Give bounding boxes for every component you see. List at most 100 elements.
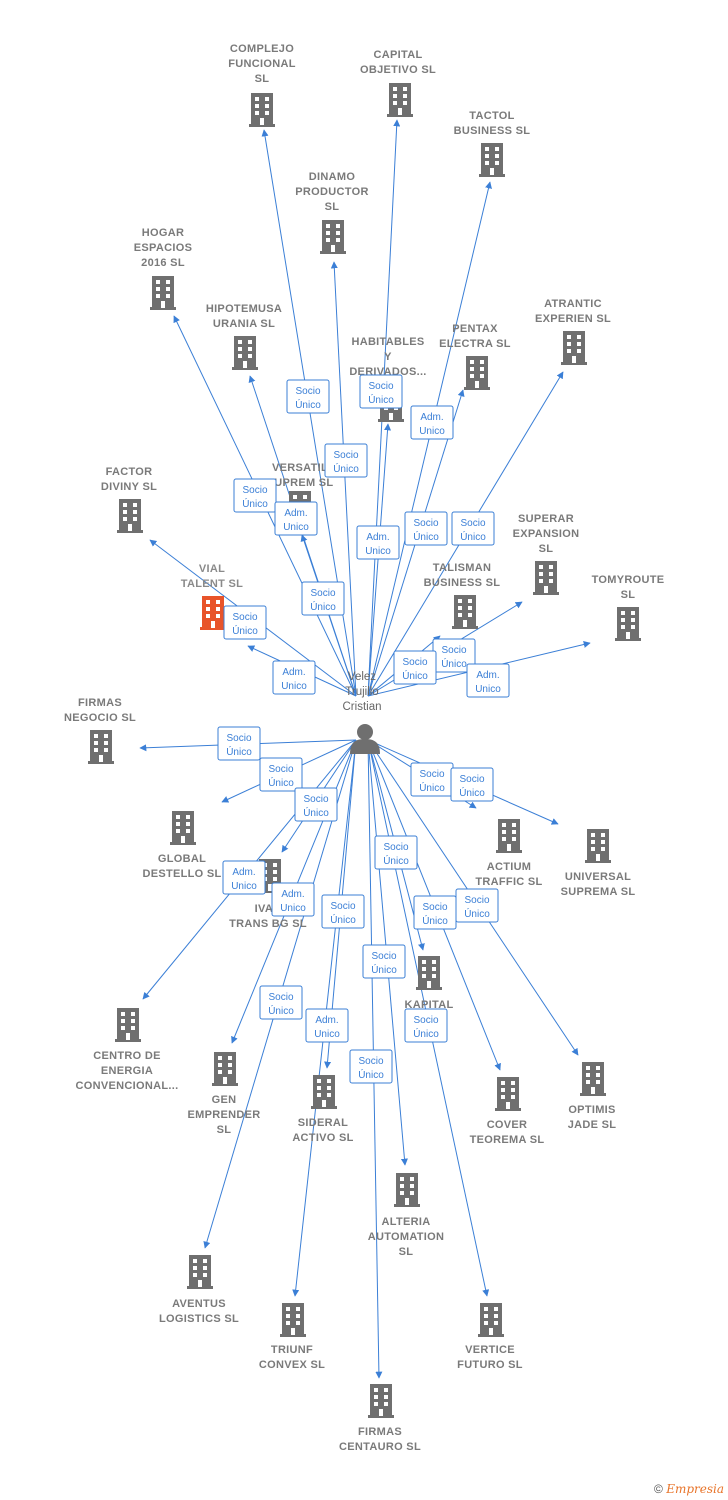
footer-brand: © Empresia (654, 1482, 724, 1496)
company-label-line: ACTIUM (487, 861, 532, 873)
relation-badge-text: Único (333, 462, 359, 475)
company-label-line: EXPANSION (513, 528, 580, 540)
building-icon (368, 1384, 394, 1418)
building-icon (452, 595, 478, 629)
building-icon (387, 83, 413, 117)
company-label-line: FUNCIONAL (228, 58, 295, 70)
relation-badge-text: Único (413, 530, 439, 543)
building-icon (280, 1303, 306, 1337)
company-label-line: AVENTUS (172, 1298, 226, 1310)
company-node-hipotemusa-urania[interactable]: HIPOTEMUSA URANIA SL (206, 303, 282, 370)
relation-badge-text: Único (268, 1004, 294, 1017)
company-label-line: LOGISTICS SL (159, 1313, 239, 1325)
company-node-firmas-negocio[interactable]: FIRMAS NEGOCIO SL (64, 697, 136, 764)
company-node-versatil-suprem[interactable]: VERSATIL SUPREM SL (267, 462, 334, 525)
company-label-line: TRIUNF (271, 1344, 313, 1356)
company-label-line: SL (399, 1246, 414, 1258)
center-person[interactable]: Velez Trujillo Cristian (343, 671, 382, 754)
company-label-line: HIPOTEMUSA (206, 303, 282, 315)
relation-badge-text: Unico (365, 546, 391, 557)
relation-badge-text: Único (368, 393, 394, 406)
building-icon (496, 819, 522, 853)
company-node-habitables-derivados[interactable]: HABITABLESYDERIVADOS... (349, 336, 426, 422)
relation-badge-text: Único (464, 907, 490, 920)
building-icon (212, 1052, 238, 1086)
relation-badge-text: Socio (441, 645, 466, 656)
relation-badge-text: Unico (475, 684, 501, 695)
company-label-line: CENTRO DE (93, 1050, 160, 1062)
company-label-line: URANIA SL (213, 318, 275, 330)
building-icon (464, 356, 490, 390)
relation-badge-text: Adm. (284, 508, 307, 519)
relation-badge-text: Unico (419, 426, 445, 437)
company-label-line: PENTAX (452, 323, 498, 335)
relation-badge-text: Unico (283, 522, 309, 533)
building-icon (495, 1077, 521, 1111)
relation-badge-text: Único (295, 398, 321, 411)
building-icon (200, 596, 226, 630)
building-icon (117, 499, 143, 533)
company-label-line: FACTOR (106, 466, 153, 478)
company-label-line: HABITABLES (351, 336, 424, 348)
brand-name[interactable]: Empresia (666, 1482, 724, 1496)
company-label-line: ESPACIOS (134, 242, 192, 254)
relation-badge-text: Único (383, 854, 409, 867)
company-label-line: CONVEX SL (259, 1359, 325, 1371)
relation-badge-text: Adm. (281, 889, 304, 900)
company-label-line: JADE SL (568, 1119, 617, 1131)
company-label-line: AUTOMATION (368, 1231, 445, 1243)
company-label-line: SUPREMA SL (561, 886, 636, 898)
company-label-line: SUPREM SL (267, 477, 334, 489)
relation-badge-centro-energia: Adm.Unico (222, 860, 266, 895)
relation-badge-text: Adm. (366, 532, 389, 543)
company-label-line: KAPITAL (405, 999, 454, 1011)
relation-badge-text: Socio (368, 381, 393, 392)
company-label-line: GEN (212, 1094, 237, 1106)
relation-badge-text: Socio (310, 588, 335, 599)
company-label-line: SUPERAR (518, 513, 574, 525)
relation-badge-text: Socio (413, 518, 438, 529)
company-label-line: OBJETIVO SL (360, 64, 436, 76)
relation-badge-text: Único (460, 530, 486, 543)
building-icon (232, 336, 258, 370)
company-label-line: FIRMAS (78, 697, 122, 709)
company-label-line: NEGOCIO SL (64, 712, 136, 724)
company-node-aventus-logistics[interactable]: AVENTUS LOGISTICS SL (159, 1255, 239, 1325)
company-label-line: VERSATIL (272, 462, 328, 474)
person-name-line-2: Trujillo (345, 686, 378, 698)
company-label-line: HOGAR (142, 227, 184, 239)
relation-badge-text: Socio (402, 657, 427, 668)
company-node-centro-energia[interactable]: CENTRO DEENERGIACONVENCIONAL... (76, 1008, 179, 1092)
company-node-triunf-convex[interactable]: TRIUNF CONVEX SL (259, 1303, 325, 1371)
company-label-line: EMPRENDER (188, 1109, 261, 1121)
